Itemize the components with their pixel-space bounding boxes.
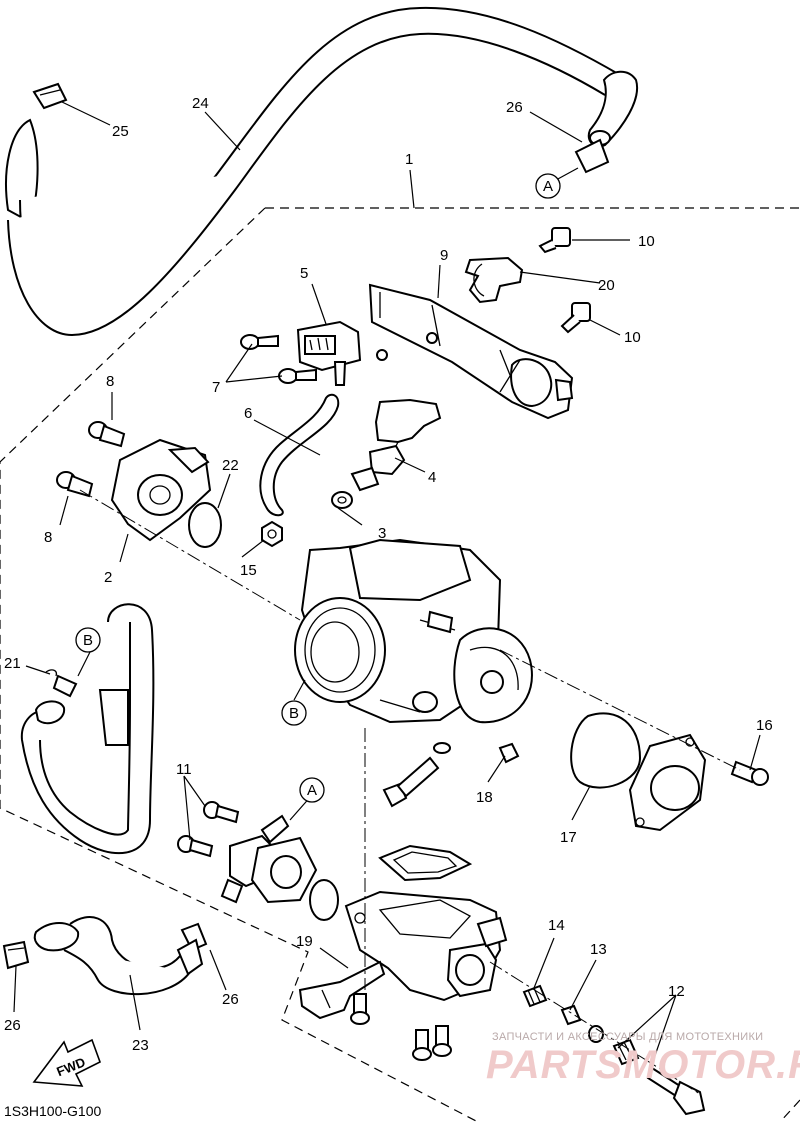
connector-b-body: B [281,700,307,726]
connector-a-top: A [535,173,561,199]
assembly-boundary [0,207,800,1123]
bolt-10-upper [538,227,571,254]
callout-26-left: 26 [4,1017,21,1034]
screw-bottom-2 [412,1029,432,1061]
bracket-19 [298,960,386,1020]
connector-a-mid: A [299,777,325,803]
centerline-sensor [79,489,301,621]
callout-2: 2 [104,569,112,586]
callout-26-mid: 26 [222,991,239,1008]
screw-7-lower [278,368,317,384]
callout-1: 1 [405,151,413,168]
clip-26-top [574,138,610,174]
watermark: ЗАПЧАСТИ И АКСЕССУАРЫ ДЛЯ МОТОТЕХНИКИ PA… [486,1031,800,1087]
spring-14 [522,984,548,1008]
watermark-caption: ЗАПЧАСТИ И АКСЕССУАРЫ ДЛЯ МОТОТЕХНИКИ [492,1031,763,1043]
diagram-code: 1S3H100-G100 [4,1103,102,1119]
screw-16 [730,760,769,786]
callout-26-top: 26 [506,99,523,116]
callout-6: 6 [244,405,252,422]
hose-6 [259,393,340,517]
gasket-upper [378,844,473,882]
callout-13: 13 [590,941,607,958]
gasket-17 [570,712,642,789]
callout-8-lower: 8 [44,529,52,546]
bolt-8-upper [88,421,126,448]
callout-24: 24 [192,95,209,112]
bolt-10-lower [560,302,591,334]
callout-17: 17 [560,829,577,846]
callout-16: 16 [756,717,773,734]
hose-24 [5,6,639,337]
callout-11: 11 [176,761,192,778]
bolt-11-lower [177,835,214,858]
svg-text:B: B [83,632,93,649]
sensor-2 [110,438,212,542]
screw-7-upper [240,334,279,350]
bracket-20 [464,256,524,304]
seal-3 [331,491,353,509]
o-ring-small [433,742,451,754]
callout-8-upper: 8 [106,373,114,390]
clip-25 [32,82,68,110]
callout-19: 19 [296,933,313,950]
callout-7: 7 [212,379,220,396]
leader-lines [13,101,761,1071]
svg-text:A: A [543,178,553,195]
callout-10-lower: 10 [624,329,641,346]
gasket-upper-inner [392,851,458,874]
callout-25: 25 [112,123,129,140]
svg-text:B: B [289,705,299,722]
fwd-arrow-icon: FWD [32,1038,101,1087]
callout-3: 3 [378,525,386,542]
screw-13 [560,1004,582,1026]
clip-26-left [2,940,30,970]
sensor-5 [296,320,362,386]
screw-bottom-3 [432,1025,452,1057]
hose-23 [33,916,204,996]
callout-5: 5 [300,265,308,282]
air-valve [220,814,318,904]
callout-23: 23 [132,1037,149,1054]
callout-15: 15 [240,562,257,579]
centerline-cover [499,649,741,771]
connector-b-left: B [75,627,101,653]
bolt-11-upper [203,801,240,824]
callout-14: 14 [548,917,565,934]
throttle-body-1 [294,538,533,724]
callout-12: 12 [668,983,685,1000]
bolt-throttle-lower [382,756,440,808]
bolt-8-lower [56,471,94,498]
centerline-idle [489,961,701,1095]
callout-9: 9 [440,247,448,264]
nut-15 [261,520,283,548]
injector-4 [350,398,442,492]
hose-left-b [20,603,155,854]
callout-22: 22 [222,457,239,474]
o-ring-22 [188,502,222,548]
clip-21 [45,669,78,698]
callout-numbers: 1 2 3 4 5 6 7 8 8 9 10 10 11 12 13 14 15… [4,95,773,1054]
o-ring-valve [309,879,339,921]
cover-plate [628,733,707,832]
callout-4: 4 [428,469,436,486]
idle-body [344,890,508,1002]
watermark-brand: PARTSMOTOR.RU [486,1043,800,1087]
svg-text:A: A [307,782,317,799]
callout-18: 18 [476,789,493,806]
callout-10-upper: 10 [638,233,655,250]
callout-21: 21 [4,655,21,672]
screw-bottom-1 [350,993,370,1025]
bracket-9 [368,283,574,420]
callout-20: 20 [598,277,615,294]
